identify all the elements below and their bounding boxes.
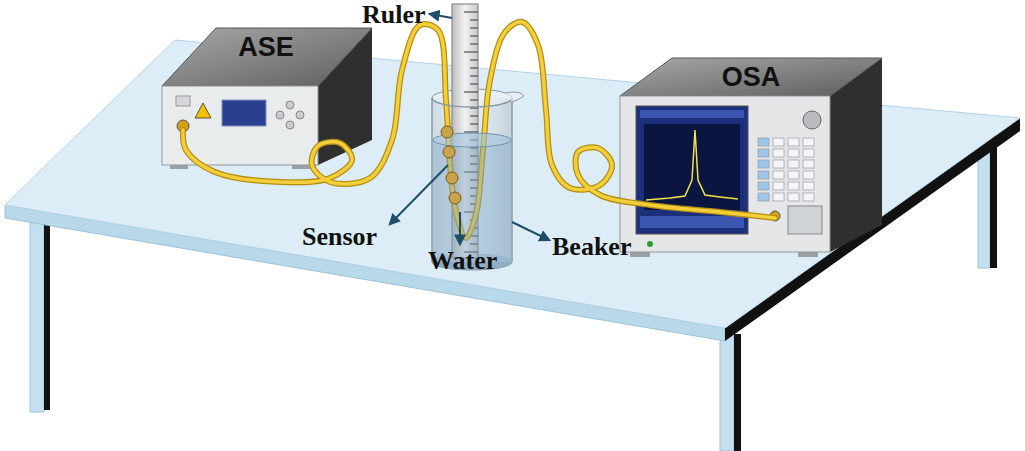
part-label: Beaker — [552, 232, 631, 262]
keypad-key — [773, 182, 784, 190]
device-top — [620, 58, 882, 96]
ruler-tick — [470, 116, 478, 117]
keypad-key — [803, 171, 814, 179]
keypad-key — [803, 160, 814, 168]
table-leg-side — [44, 214, 50, 410]
device-switch — [176, 96, 190, 106]
keypad-key — [773, 193, 784, 201]
table-top — [5, 40, 1020, 328]
spectrum-trace — [646, 130, 738, 200]
keypad-key — [788, 160, 799, 168]
device-knob — [803, 111, 821, 129]
keypad-key — [773, 149, 784, 157]
device-name: OSA — [620, 62, 882, 93]
part-label: Ruler — [362, 0, 426, 30]
keypad-key — [773, 138, 784, 146]
keypad-key — [773, 160, 784, 168]
device-button — [286, 101, 294, 109]
ruler-tick — [470, 36, 478, 37]
keypad-key — [803, 138, 814, 146]
warning-sign — [195, 103, 211, 118]
ruler-tick — [470, 124, 478, 125]
ruler-tick — [470, 100, 478, 101]
device-button — [296, 111, 304, 119]
leader-line — [459, 212, 461, 244]
keypad-key — [758, 182, 769, 190]
device-slot — [788, 206, 822, 234]
keypad-key — [788, 171, 799, 179]
table-leg — [720, 336, 734, 451]
table-leg — [30, 212, 44, 412]
ruler-tick — [470, 28, 478, 29]
sensor-bead — [441, 126, 453, 138]
ruler-tick — [470, 44, 478, 45]
keypad-key — [758, 171, 769, 179]
plot-area — [644, 124, 740, 210]
keypad-key — [788, 149, 799, 157]
ruler-tick — [464, 12, 478, 13]
beaker-wall — [511, 98, 513, 262]
ruler-tick — [470, 20, 478, 21]
keypad-key — [803, 182, 814, 190]
keypad-key — [773, 171, 784, 179]
device-screen — [222, 100, 266, 126]
keypad-key — [758, 193, 769, 201]
ruler-tick — [470, 60, 478, 61]
power-lamp — [647, 241, 653, 247]
device-button — [276, 111, 284, 119]
sensor-bead — [449, 192, 461, 204]
part-label: Sensor — [302, 222, 377, 252]
device-box: ASE — [160, 28, 372, 130]
sensor-bead — [446, 172, 458, 184]
leader-line — [390, 165, 448, 224]
device-keypad — [758, 138, 814, 201]
keypad-key — [758, 138, 769, 146]
keypad-key — [788, 138, 799, 146]
keypad-key — [788, 193, 799, 201]
keypad-key — [758, 160, 769, 168]
screen-bar — [640, 110, 744, 118]
beaker-spout — [505, 92, 524, 102]
sensor-bead — [443, 146, 455, 158]
keypad-key — [788, 182, 799, 190]
keypad-key — [803, 149, 814, 157]
table-leg-side — [734, 334, 741, 451]
screen-bar — [640, 216, 744, 228]
device-button — [286, 121, 294, 129]
device-name: ASE — [160, 32, 372, 63]
ruler-tick — [470, 84, 478, 85]
keypad-key — [803, 193, 814, 201]
ruler-tick — [470, 76, 478, 77]
beaker-rim-front — [432, 98, 512, 107]
ruler-tick — [464, 92, 478, 93]
ruler-tick — [470, 68, 478, 69]
leader-line — [430, 14, 452, 18]
ruler-tick — [464, 132, 478, 133]
leader-line — [512, 222, 549, 240]
device-front — [620, 96, 830, 252]
ruler-tick — [464, 52, 478, 53]
part-label: Water — [428, 246, 497, 276]
keypad-key — [758, 149, 769, 157]
device-box: OSA — [620, 58, 882, 218]
